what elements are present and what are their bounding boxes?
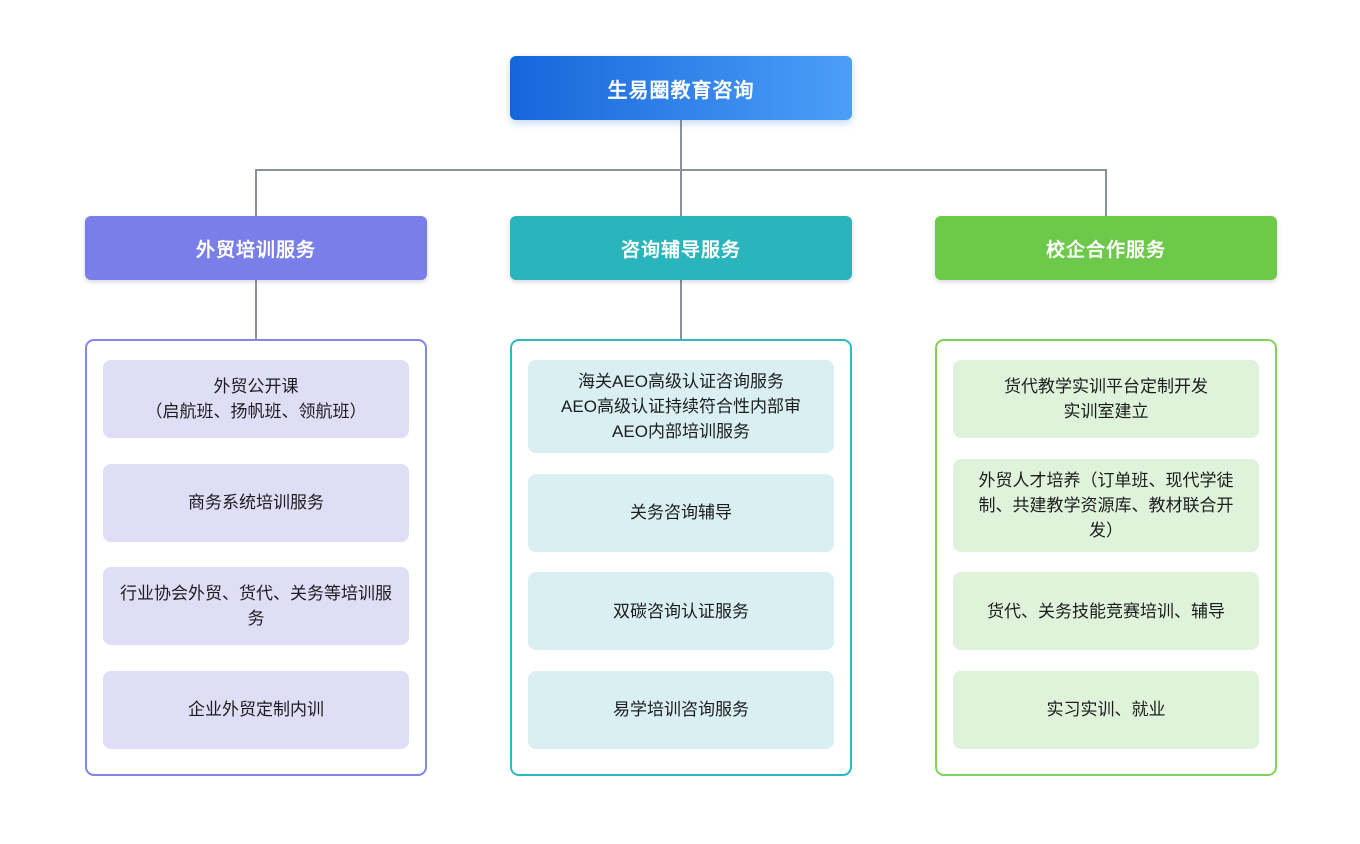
branch-header-foreign-trade-training: 外贸培训服务 <box>85 216 427 280</box>
connector-mid-header-to-panel <box>680 280 682 339</box>
branch-panel-foreign-trade-training: 外贸公开课 （启航班、扬帆班、领航班） 商务系统培训服务 行业协会外贸、货代、关… <box>85 339 427 776</box>
diagram-node: 海关AEO高级认证咨询服务 AEO高级认证持续符合性内部审 AEO内部培训服务 <box>528 360 834 454</box>
diagram-node: 双碳咨询认证服务 <box>528 572 834 651</box>
root-node-label: 生易圈教育咨询 <box>607 79 755 102</box>
diagram-node: 货代教学实训平台定制开发 实训室建立 <box>953 360 1259 438</box>
diagram-node: 货代、关务技能竞赛培训、辅导 <box>953 572 1259 651</box>
branch-school-enterprise-cooperation: 校企合作服务 货代教学实训平台定制开发 实训室建立 外贸人才培养（订单班、现代学… <box>935 216 1277 776</box>
connector-mid-branch-vertical <box>680 169 682 216</box>
connector-left-branch-vertical <box>255 169 257 216</box>
diagram-node: 实习实训、就业 <box>953 670 1259 749</box>
branch-panel-consulting-coaching: 海关AEO高级认证咨询服务 AEO高级认证持续符合性内部审 AEO内部培训服务 … <box>510 339 852 776</box>
diagram-node: 外贸公开课 （启航班、扬帆班、领航班） <box>103 360 409 438</box>
connector-root-vertical <box>680 120 682 169</box>
branch-header-school-enterprise-cooperation: 校企合作服务 <box>935 216 1277 280</box>
diagram-node: 外贸人才培养（订单班、现代学徒制、共建教学资源库、教材联合开发） <box>953 458 1259 552</box>
connector-right-branch-vertical <box>1105 169 1107 216</box>
branch-header-label: 外贸培训服务 <box>195 239 316 261</box>
branch-consulting-coaching: 咨询辅导服务 海关AEO高级认证咨询服务 AEO高级认证持续符合性内部审 AEO… <box>510 216 852 776</box>
diagram-node: 易学培训咨询服务 <box>528 670 834 749</box>
branch-header-label: 咨询辅导服务 <box>620 239 741 261</box>
root-node: 生易圈教育咨询 <box>510 56 852 120</box>
diagram-node: 关务咨询辅导 <box>528 473 834 552</box>
diagram-node: 行业协会外贸、货代、关务等培训服务 <box>103 567 409 646</box>
branch-panel-school-enterprise-cooperation: 货代教学实训平台定制开发 实训室建立 外贸人才培养（订单班、现代学徒制、共建教学… <box>935 339 1277 776</box>
branch-foreign-trade-training: 外贸培训服务 外贸公开课 （启航班、扬帆班、领航班） 商务系统培训服务 行业协会… <box>85 216 427 776</box>
diagram-node: 商务系统培训服务 <box>103 463 409 542</box>
branch-header-label: 校企合作服务 <box>1045 239 1166 261</box>
connector-left-header-to-panel <box>255 280 257 339</box>
branch-header-consulting-coaching: 咨询辅导服务 <box>510 216 852 280</box>
diagram-node: 企业外贸定制内训 <box>103 670 409 749</box>
